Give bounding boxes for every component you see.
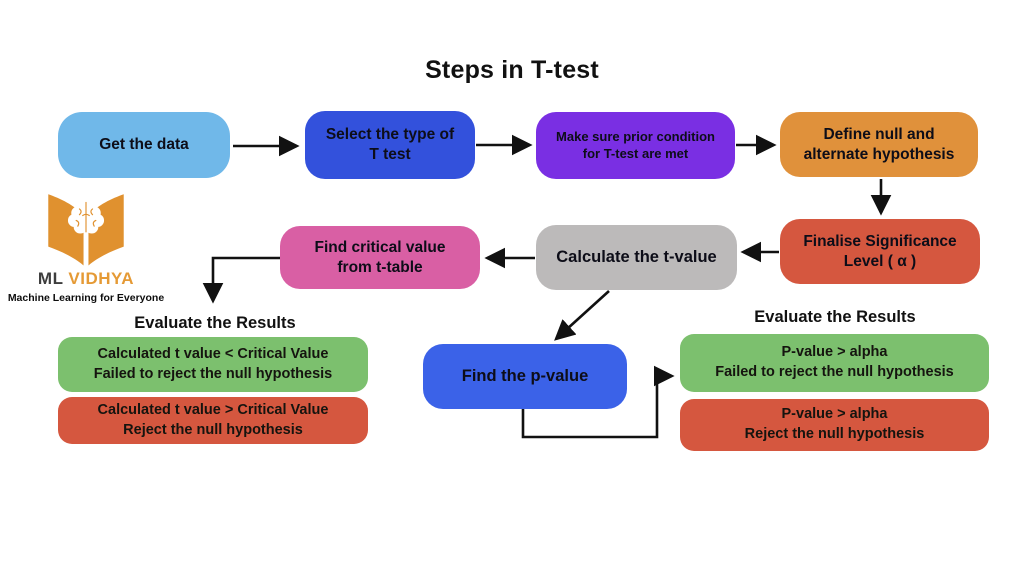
node-find-p-value: Find the p-value xyxy=(423,344,627,409)
node-label-line2: Level ( α ) xyxy=(843,252,917,270)
result-t-greater-critical: Calculated t value > Critical Value Reje… xyxy=(58,397,368,444)
node-prior-conditions: Make sure prior condition for T-test are… xyxy=(536,112,735,179)
logo-vidhya-text: VIDHYA xyxy=(68,269,135,288)
node-label: Find the p-value xyxy=(461,366,589,385)
node-calculate-t-value: Calculate the t-value xyxy=(536,225,737,290)
node-find-critical-value: Find critical value from t-table xyxy=(280,226,480,289)
node-label-line2: T test xyxy=(369,146,411,163)
logo-wordmark: ML VIDHYA xyxy=(5,269,167,289)
node-label-line2: from t-table xyxy=(337,258,423,276)
node-define-hypothesis: Define null and alternate hypothesis xyxy=(780,112,978,177)
node-label-line1: Find critical value xyxy=(314,238,446,256)
ml-vidhya-logo: ML VIDHYA Machine Learning for Everyone xyxy=(5,186,167,304)
result-p-greater-alpha-fail-reject: P-value > alpha Failed to reject the nul… xyxy=(680,334,989,392)
result-line2: Reject the null hypothesis xyxy=(123,421,303,438)
result-line1: P-value > alpha xyxy=(781,344,888,361)
node-label-line1: Select the type of xyxy=(325,126,455,144)
result-line2: Failed to reject the null hypothesis xyxy=(93,365,333,382)
left-results-heading: Evaluate the Results xyxy=(134,314,296,332)
result-line1: Calculated t value > Critical Value xyxy=(97,401,329,418)
result-p-greater-alpha-reject: P-value > alpha Reject the null hypothes… xyxy=(680,399,989,451)
result-line2: Reject the null hypothesis xyxy=(744,426,925,442)
logo-tagline: Machine Learning for Everyone xyxy=(7,292,165,304)
node-label-line1: Make sure prior condition xyxy=(556,128,715,144)
node-label-line1: Finalise Significance xyxy=(803,232,957,250)
node-label: Get the data xyxy=(99,136,189,154)
node-label: Calculate the t-value xyxy=(556,247,717,266)
result-line2: Failed to reject the null hypothesis xyxy=(715,364,954,380)
arrow-critical-to-left-results xyxy=(202,256,280,304)
result-line1: P-value > alpha xyxy=(781,406,888,423)
node-select-t-test-type: Select the type of T test xyxy=(305,111,475,179)
arrow-calculate-to-p-value xyxy=(554,290,610,341)
open-book-brain-icon xyxy=(48,194,124,266)
node-label-line1: Define null and xyxy=(823,125,935,143)
node-get-data: Get the data xyxy=(58,112,230,178)
logo-ml-text: ML xyxy=(37,269,64,288)
result-t-less-critical: Calculated t value < Critical Value Fail… xyxy=(58,337,368,392)
node-label-line2: alternate hypothesis xyxy=(803,145,955,163)
result-line1: Calculated t value < Critical Value xyxy=(97,345,329,362)
node-label-line2: for T-test are met xyxy=(582,145,689,161)
node-finalise-significance: Finalise Significance Level ( α ) xyxy=(780,219,980,284)
page-title: Steps in T-test xyxy=(425,56,599,84)
right-results-heading: Evaluate the Results xyxy=(754,308,916,326)
